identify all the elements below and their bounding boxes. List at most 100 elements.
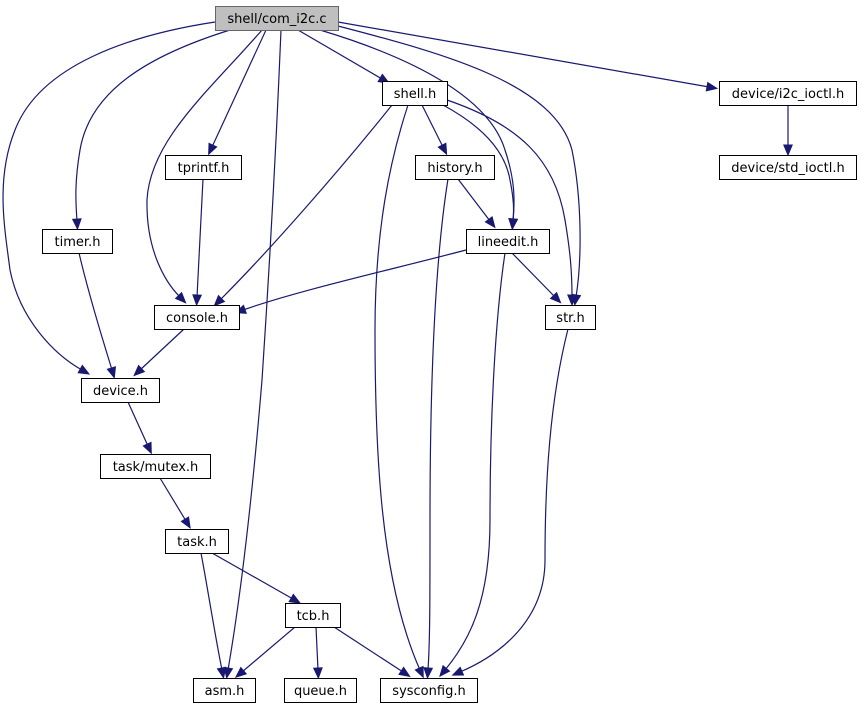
edge-task-to-asm-arrowhead [216,666,227,680]
edge-device-to-mutex-line [127,401,149,447]
node-task-box [165,529,229,554]
node-sysconfig[interactable]: sysconfig.h [380,678,478,703]
edge-lineedit-to-str-line [511,252,556,298]
node-std_ioctl-box [719,155,857,180]
edge-com_i2c-to-asm [223,29,282,680]
node-asm-label: asm.h [205,684,245,699]
edge-lineedit-to-sysconfig [439,252,506,678]
node-queue-label: queue.h [294,684,347,699]
node-task[interactable]: task.h [165,529,229,554]
edge-history-to-sysconfig [423,178,449,680]
edge-task-to-asm [200,552,227,680]
edge-timer-to-device-line [78,252,113,371]
edge-com_i2c-to-asm-line [227,29,282,671]
edge-com_i2c-to-device-line [2,21,216,371]
edge-task-to-tcb [211,552,302,604]
node-history[interactable]: history.h [415,155,495,180]
edge-mutex-to-task-arrowhead [180,516,191,529]
node-tcb[interactable]: tcb.h [285,603,341,628]
edge-history-to-lineedit [457,178,496,229]
edge-tcb-to-queue [312,626,323,680]
node-queue[interactable]: queue.h [284,678,357,703]
edge-shell-to-history-arrowhead [437,142,448,156]
node-lineedit[interactable]: lineedit.h [466,229,550,254]
edge-shell-to-sysconfig-arrowhead [414,665,424,679]
node-console[interactable]: console.h [154,305,240,330]
edge-tcb-to-sysconfig-line [333,626,404,673]
edge-com_i2c-to-tprintf-arrowhead [208,142,218,156]
edge-com_i2c-to-timer-arrowhead [71,218,82,231]
edge-console-to-device-line [139,328,185,371]
node-tprintf-label: tprintf.h [178,161,230,176]
node-history-label: history.h [427,161,482,176]
node-queue-box [284,678,357,703]
edge-com_i2c-to-shell-line [297,29,383,80]
edge-tprintf-to-console-arrowhead [192,294,203,307]
edge-com_i2c-to-str-line [337,25,581,298]
node-tprintf[interactable]: tprintf.h [165,155,242,180]
node-std_ioctl[interactable]: device/std_ioctl.h [719,155,857,180]
edge-com_i2c-to-i2c_ioctl [337,21,719,92]
edge-lineedit-to-str [511,252,562,304]
edge-tcb-to-asm-line [241,626,296,673]
edge-mutex-to-task [159,477,191,529]
node-shell[interactable]: shell.h [382,81,448,106]
node-str[interactable]: str.h [545,305,596,330]
node-sysconfig-label: sysconfig.h [392,684,465,699]
edge-tprintf-to-console [192,178,204,307]
edge-history-to-lineedit-line [457,178,491,222]
edge-lineedit-to-str-arrowhead [549,291,562,304]
edge-com_i2c-to-console-arrowhead [174,291,187,304]
edge-com_i2c-to-i2c_ioctl-arrowhead [705,81,719,92]
node-mutex[interactable]: task/mutex.h [100,454,211,479]
edge-com_i2c-to-tprintf-line [211,29,267,148]
node-i2c_ioctl[interactable]: device/i2c_ioctl.h [719,81,857,106]
edge-i2c_ioctl-to-std_ioctl [783,105,793,157]
edge-shell-to-str [446,99,577,307]
edge-com_i2c-to-i2c_ioctl-line [337,21,710,88]
node-device-label: device.h [93,384,148,399]
edge-shell-to-console [213,104,393,307]
node-tcb-box [285,603,341,628]
edge-shell-to-lineedit-line [442,104,515,222]
edge-console-to-device-arrowhead [133,364,146,377]
edge-task-to-asm-line [200,552,223,671]
node-com_i2c-box [215,6,339,31]
edge-tcb-to-queue-line [315,626,319,671]
node-str-label: str.h [556,311,584,326]
edge-lineedit-to-sysconfig-arrowhead [439,664,451,678]
node-i2c_ioctl-label: device/i2c_ioctl.h [732,87,844,102]
edge-mutex-to-task-line [159,477,187,522]
edges-layer [2,21,793,680]
node-lineedit-label: lineedit.h [478,235,539,250]
edge-tcb-to-queue-arrowhead [312,667,323,680]
node-shell-box [382,81,448,106]
node-sysconfig-box [380,678,478,703]
nodes-layer: shell/com_i2c.c shell.h device/i2c_ioctl.h… [42,6,857,703]
node-device[interactable]: device.h [81,378,160,403]
node-asm[interactable]: asm.h [193,678,256,703]
edge-com_i2c-to-console-line [146,29,263,298]
node-com_i2c[interactable]: shell/com_i2c.c [215,6,339,31]
node-str-box [545,305,596,330]
edge-str-to-sysconfig [451,328,569,676]
edge-i2c_ioctl-to-std_ioctl-arrowhead [783,144,793,157]
node-timer-box [42,229,113,254]
edge-lineedit-to-sysconfig-line [444,252,506,671]
edge-shell-to-sysconfig-line [374,104,421,671]
edge-com_i2c-to-device [2,21,216,375]
edge-task-to-tcb-arrowhead [288,593,302,604]
node-asm-box [193,678,256,703]
edge-shell-to-str-line [446,99,573,298]
edge-tcb-to-sysconfig-arrowhead [398,666,411,678]
edge-com_i2c-to-tprintf [208,29,267,156]
edge-shell-to-sysconfig [374,104,424,679]
edge-console-to-device [133,328,185,377]
node-std_ioctl-label: device/std_ioctl.h [731,161,845,176]
edge-tcb-to-asm-arrowhead [234,666,248,679]
node-timer[interactable]: timer.h [42,229,113,254]
node-mutex-label: task/mutex.h [113,460,199,475]
edge-lineedit-to-console-line [242,249,467,311]
edge-history-to-lineedit-arrowhead [484,216,496,229]
